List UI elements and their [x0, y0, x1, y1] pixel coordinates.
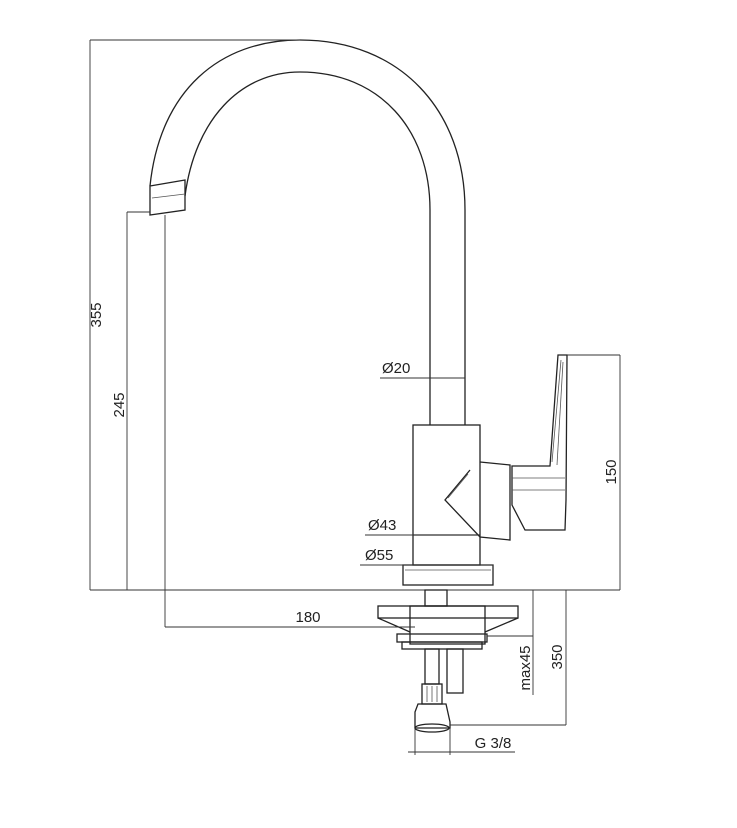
- spout: [149, 39, 466, 425]
- dimension-thread: G 3/8: [408, 735, 515, 753]
- dimension-body-diameter: Ø43: [365, 517, 480, 536]
- dimension-max-thickness: max45: [487, 590, 534, 695]
- dimension-handle-height: 150: [567, 354, 621, 590]
- mounting-kit: [377, 589, 519, 755]
- label-d55: Ø55: [365, 547, 393, 564]
- label-max45: max45: [517, 645, 534, 690]
- label-180: 180: [295, 609, 320, 626]
- dimension-spout-height: 245: [111, 211, 150, 590]
- label-d20: Ø20: [382, 360, 410, 377]
- label-d43: Ø43: [368, 517, 396, 534]
- dimension-hose-length: 350: [450, 590, 567, 726]
- handle-lever: [511, 354, 568, 531]
- label-350: 350: [549, 644, 566, 669]
- dimension-spout-diameter: Ø20: [380, 360, 465, 379]
- label-355: 355: [88, 302, 105, 327]
- label-g38: G 3/8: [475, 735, 512, 752]
- faucet-body: [402, 424, 511, 586]
- dimension-base-diameter: Ø55: [360, 547, 493, 566]
- dimension-reach: 180: [164, 215, 415, 628]
- label-150: 150: [603, 459, 620, 484]
- label-245: 245: [111, 392, 128, 417]
- dimension-total-height: 355: [88, 39, 300, 590]
